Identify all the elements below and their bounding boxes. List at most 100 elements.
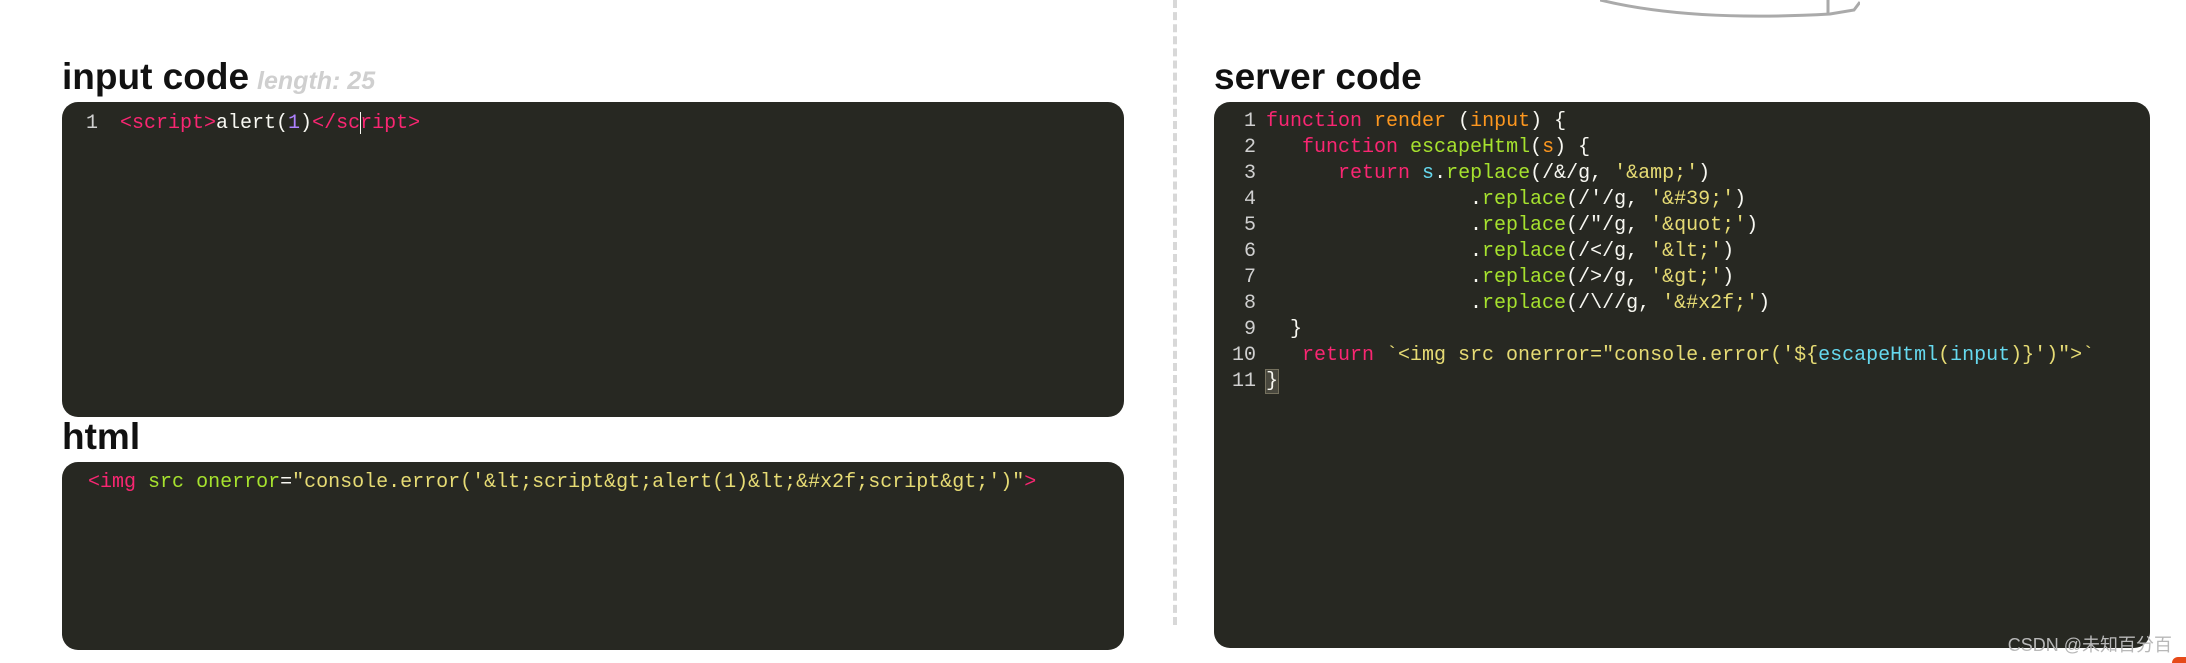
watermark: CSDN @未知百分百 [2007,635,2172,655]
code-token [184,471,196,494]
code-token: input [1470,110,1531,133]
code-token: '&amp;' [1614,162,1699,185]
code-token: . [1434,162,1447,185]
code-token: . [1266,188,1483,211]
code-token: '&quot;' [1650,214,1747,237]
code-text: .replace(/'/g, '&#39;') [1266,187,1746,213]
code-text: .replace(/\//g, '&#x2f;') [1266,291,1770,317]
html-title: html [62,416,141,457]
code-token: ) { [1554,136,1591,159]
code-token: )}')">` [2010,344,2095,367]
line-number: 6 [1243,240,1256,263]
code-token: > [1024,471,1037,494]
code-token: (/'/g, [1566,188,1651,211]
code-line: 3 return s.replace(/&/g, '&amp;') [1214,161,2150,187]
code-token: ) [1698,162,1711,185]
code-line: 6 .replace(/</g, '&lt;') [1214,239,2150,265]
line-number: 1 [85,112,98,135]
code-text: } [1264,369,1280,395]
code-token: ) [1734,188,1747,211]
code-token: ( [1446,110,1471,133]
code-token [1410,162,1422,185]
code-token: return [1338,162,1411,185]
html-heading: html [62,418,140,455]
code-token: alert( [216,112,289,135]
code-line: 8 .replace(/\//g, '&#x2f;') [1214,291,2150,317]
code-text: <img src onerror="console.error('&lt;scr… [88,470,1036,496]
corner-mark [2172,657,2186,663]
code-text: <script>alert(1)</script> [120,111,420,137]
html-output-view: <img src onerror="console.error('&lt;scr… [62,462,1124,650]
code-token: function [1302,136,1399,159]
code-token: replace [1446,162,1531,185]
code-token: . [1266,240,1483,263]
line-number: 10 [1231,344,1256,367]
code-token: replace [1482,240,1567,263]
code-token: . [1266,214,1483,237]
text-cursor [359,111,361,134]
code-line: 7 .replace(/>/g, '&gt;') [1214,265,2150,291]
code-line: <img src onerror="console.error('&lt;scr… [62,470,1124,496]
code-text: function escapeHtml(s) { [1266,135,1590,161]
length-indicator: length: 25 [257,67,376,95]
code-line: 1<script>alert(1)</script> [62,111,1124,137]
code-token: ) [1722,240,1735,263]
code-token: } [1264,369,1280,394]
line-number: 3 [1243,162,1256,185]
code-text: .replace(/>/g, '&gt;') [1266,265,1734,291]
code-token: replace [1482,292,1567,315]
code-token: } [1266,318,1303,341]
code-token: (/&/g, [1530,162,1615,185]
code-token: . [1266,266,1483,289]
code-token: ) [1722,266,1735,289]
code-token: ( [1530,136,1543,159]
code-text: } [1266,317,1302,343]
code-token: replace [1482,188,1567,211]
code-token [1266,162,1338,185]
code-token [1398,136,1410,159]
code-token: ) [1746,214,1759,237]
code-token: '&gt;' [1650,266,1723,289]
code-line: 5 .replace(/"/g, '&quot;') [1214,213,2150,239]
code-token: ) [1758,292,1771,315]
code-token: return [1302,344,1375,367]
section-divider [1173,0,1177,625]
code-token: <img [88,471,137,494]
code-text: return s.replace(/&/g, '&amp;') [1266,161,1710,187]
code-token: "console.error('&lt;script&gt;alert(1)&l… [292,471,1025,494]
code-token: escapeHtml [1818,344,1939,367]
code-line: 1 function render (input) { [1214,109,2150,135]
code-token [1266,136,1302,159]
code-token: 1 [288,112,301,135]
line-number: 8 [1243,292,1256,315]
code-text: .replace(/"/g, '&quot;') [1266,213,1758,239]
code-token: render [1374,110,1447,133]
code-token: ( [1938,344,1951,367]
code-token: s [1422,162,1435,185]
code-token: . [1266,292,1483,315]
code-text: function render (input) { [1266,109,1566,135]
code-token [136,471,148,494]
code-token [1362,110,1374,133]
line-number: 11 [1231,370,1256,393]
code-token: ) [300,112,313,135]
line-number: 7 [1243,266,1256,289]
code-token [1266,344,1302,367]
code-token: escapeHtml [1410,136,1531,159]
code-token: (/"/g, [1566,214,1651,237]
code-line: 4 .replace(/'/g, '&#39;') [1214,187,2150,213]
code-line: 9 } [1214,317,2150,343]
input-code-editor[interactable]: 1<script>alert(1)</script> [62,102,1124,417]
code-token: ript> [360,112,421,135]
line-number: 1 [1243,110,1256,133]
code-token: input [1950,344,2011,367]
code-token: (/</g, [1566,240,1651,263]
code-token: onerror [196,471,281,494]
code-token: '&#x2f;' [1662,292,1759,315]
code-token: '&#39;' [1650,188,1735,211]
code-token: replace [1482,214,1567,237]
code-token: = [280,471,293,494]
code-text: .replace(/</g, '&lt;') [1266,239,1734,265]
line-number: 4 [1243,188,1256,211]
